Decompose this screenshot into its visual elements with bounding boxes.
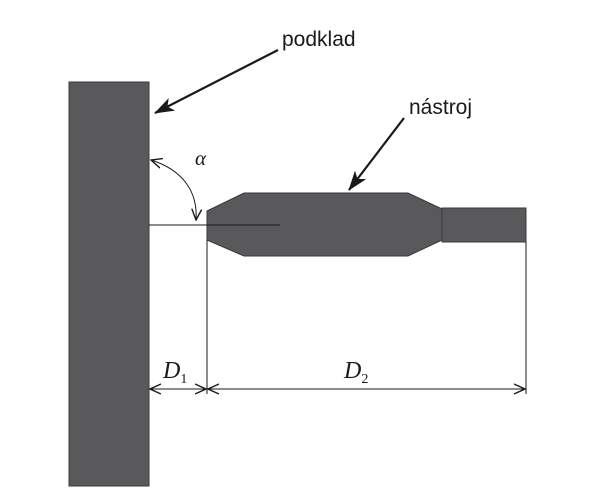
distance2-subscript: 2 <box>361 372 368 387</box>
angle-label: α <box>195 146 207 170</box>
angle-arc <box>151 160 196 220</box>
distance1-subscript: 1 <box>180 372 187 387</box>
tool-label: nástroj <box>409 96 472 119</box>
distance1-label: D1 <box>162 358 187 387</box>
substrate-pointer-arrow <box>154 49 279 114</box>
substrate-label: podklad <box>282 28 356 51</box>
substrate-block <box>68 81 150 487</box>
tool-shank <box>441 207 527 243</box>
distance2-label: D2 <box>343 358 368 387</box>
distance2-symbol: D <box>343 358 361 384</box>
distance1-symbol: D <box>162 358 180 384</box>
tool-pointer-arrow <box>348 117 405 191</box>
